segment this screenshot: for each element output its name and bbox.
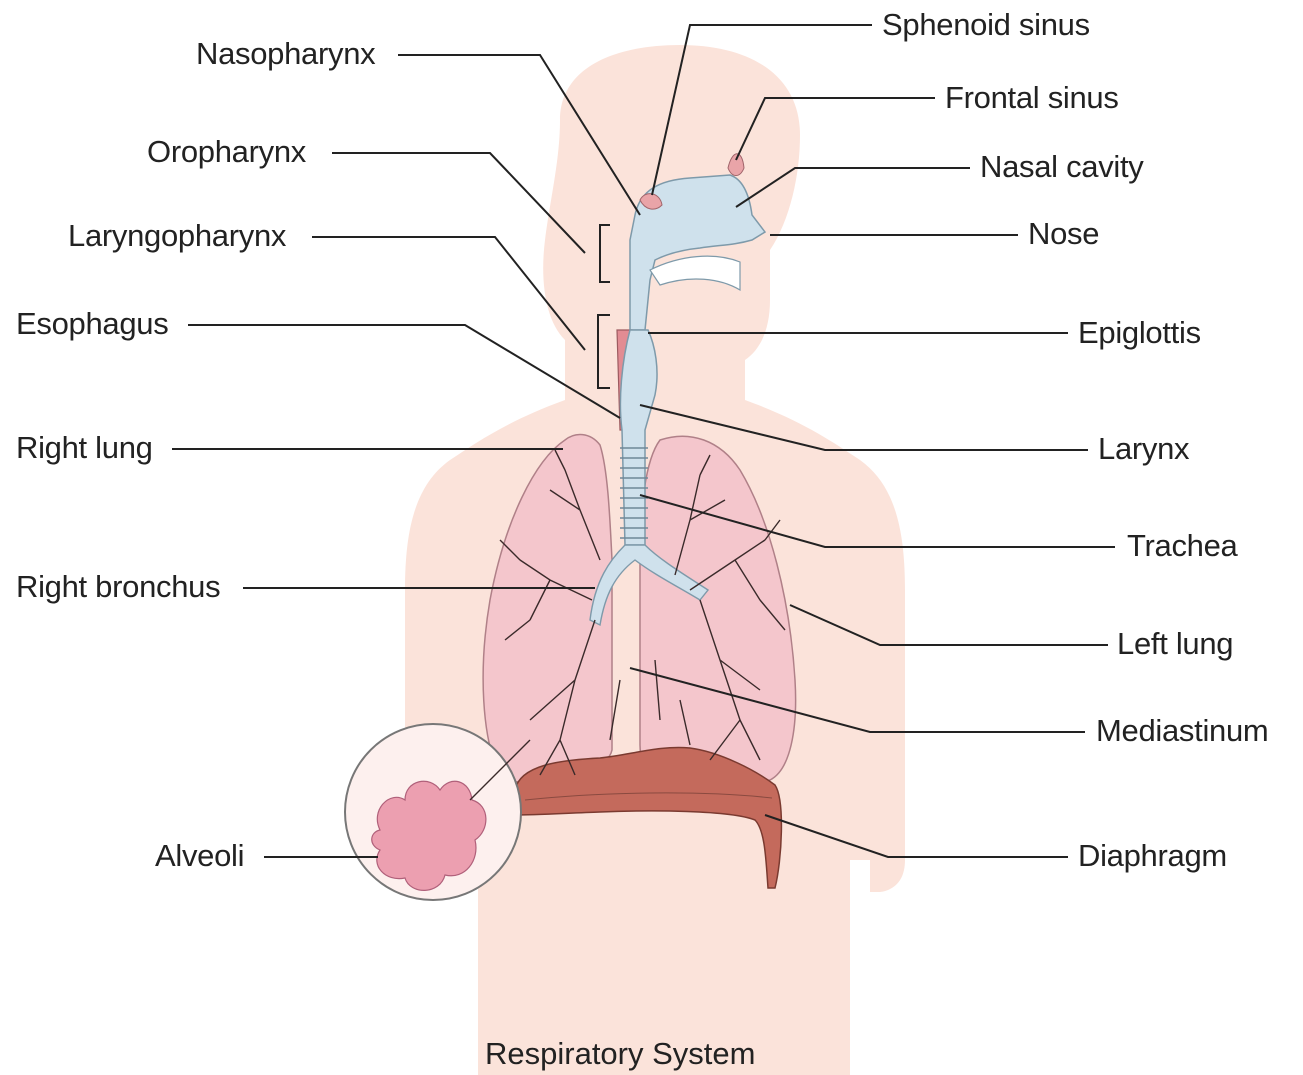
label-sphenoid-sinus: Sphenoid sinus: [882, 9, 1090, 40]
label-laryngopharynx: Laryngopharynx: [68, 220, 286, 251]
label-larynx: Larynx: [1098, 433, 1189, 464]
label-trachea: Trachea: [1127, 530, 1237, 561]
label-oropharynx: Oropharynx: [147, 136, 306, 167]
label-nose: Nose: [1028, 218, 1099, 249]
label-nasal-cavity: Nasal cavity: [980, 151, 1144, 182]
label-mediastinum: Mediastinum: [1096, 715, 1268, 746]
label-alveoli: Alveoli: [155, 840, 244, 871]
label-diaphragm: Diaphragm: [1078, 840, 1227, 871]
label-frontal-sinus: Frontal sinus: [945, 82, 1119, 113]
diagram-caption: Respiratory System: [485, 1038, 755, 1069]
label-epiglottis: Epiglottis: [1078, 317, 1201, 348]
label-left-lung: Left lung: [1117, 628, 1233, 659]
label-right-bronchus: Right bronchus: [16, 571, 220, 602]
label-right-lung: Right lung: [16, 432, 153, 463]
label-nasopharynx: Nasopharynx: [196, 38, 375, 69]
label-esophagus: Esophagus: [16, 308, 168, 339]
